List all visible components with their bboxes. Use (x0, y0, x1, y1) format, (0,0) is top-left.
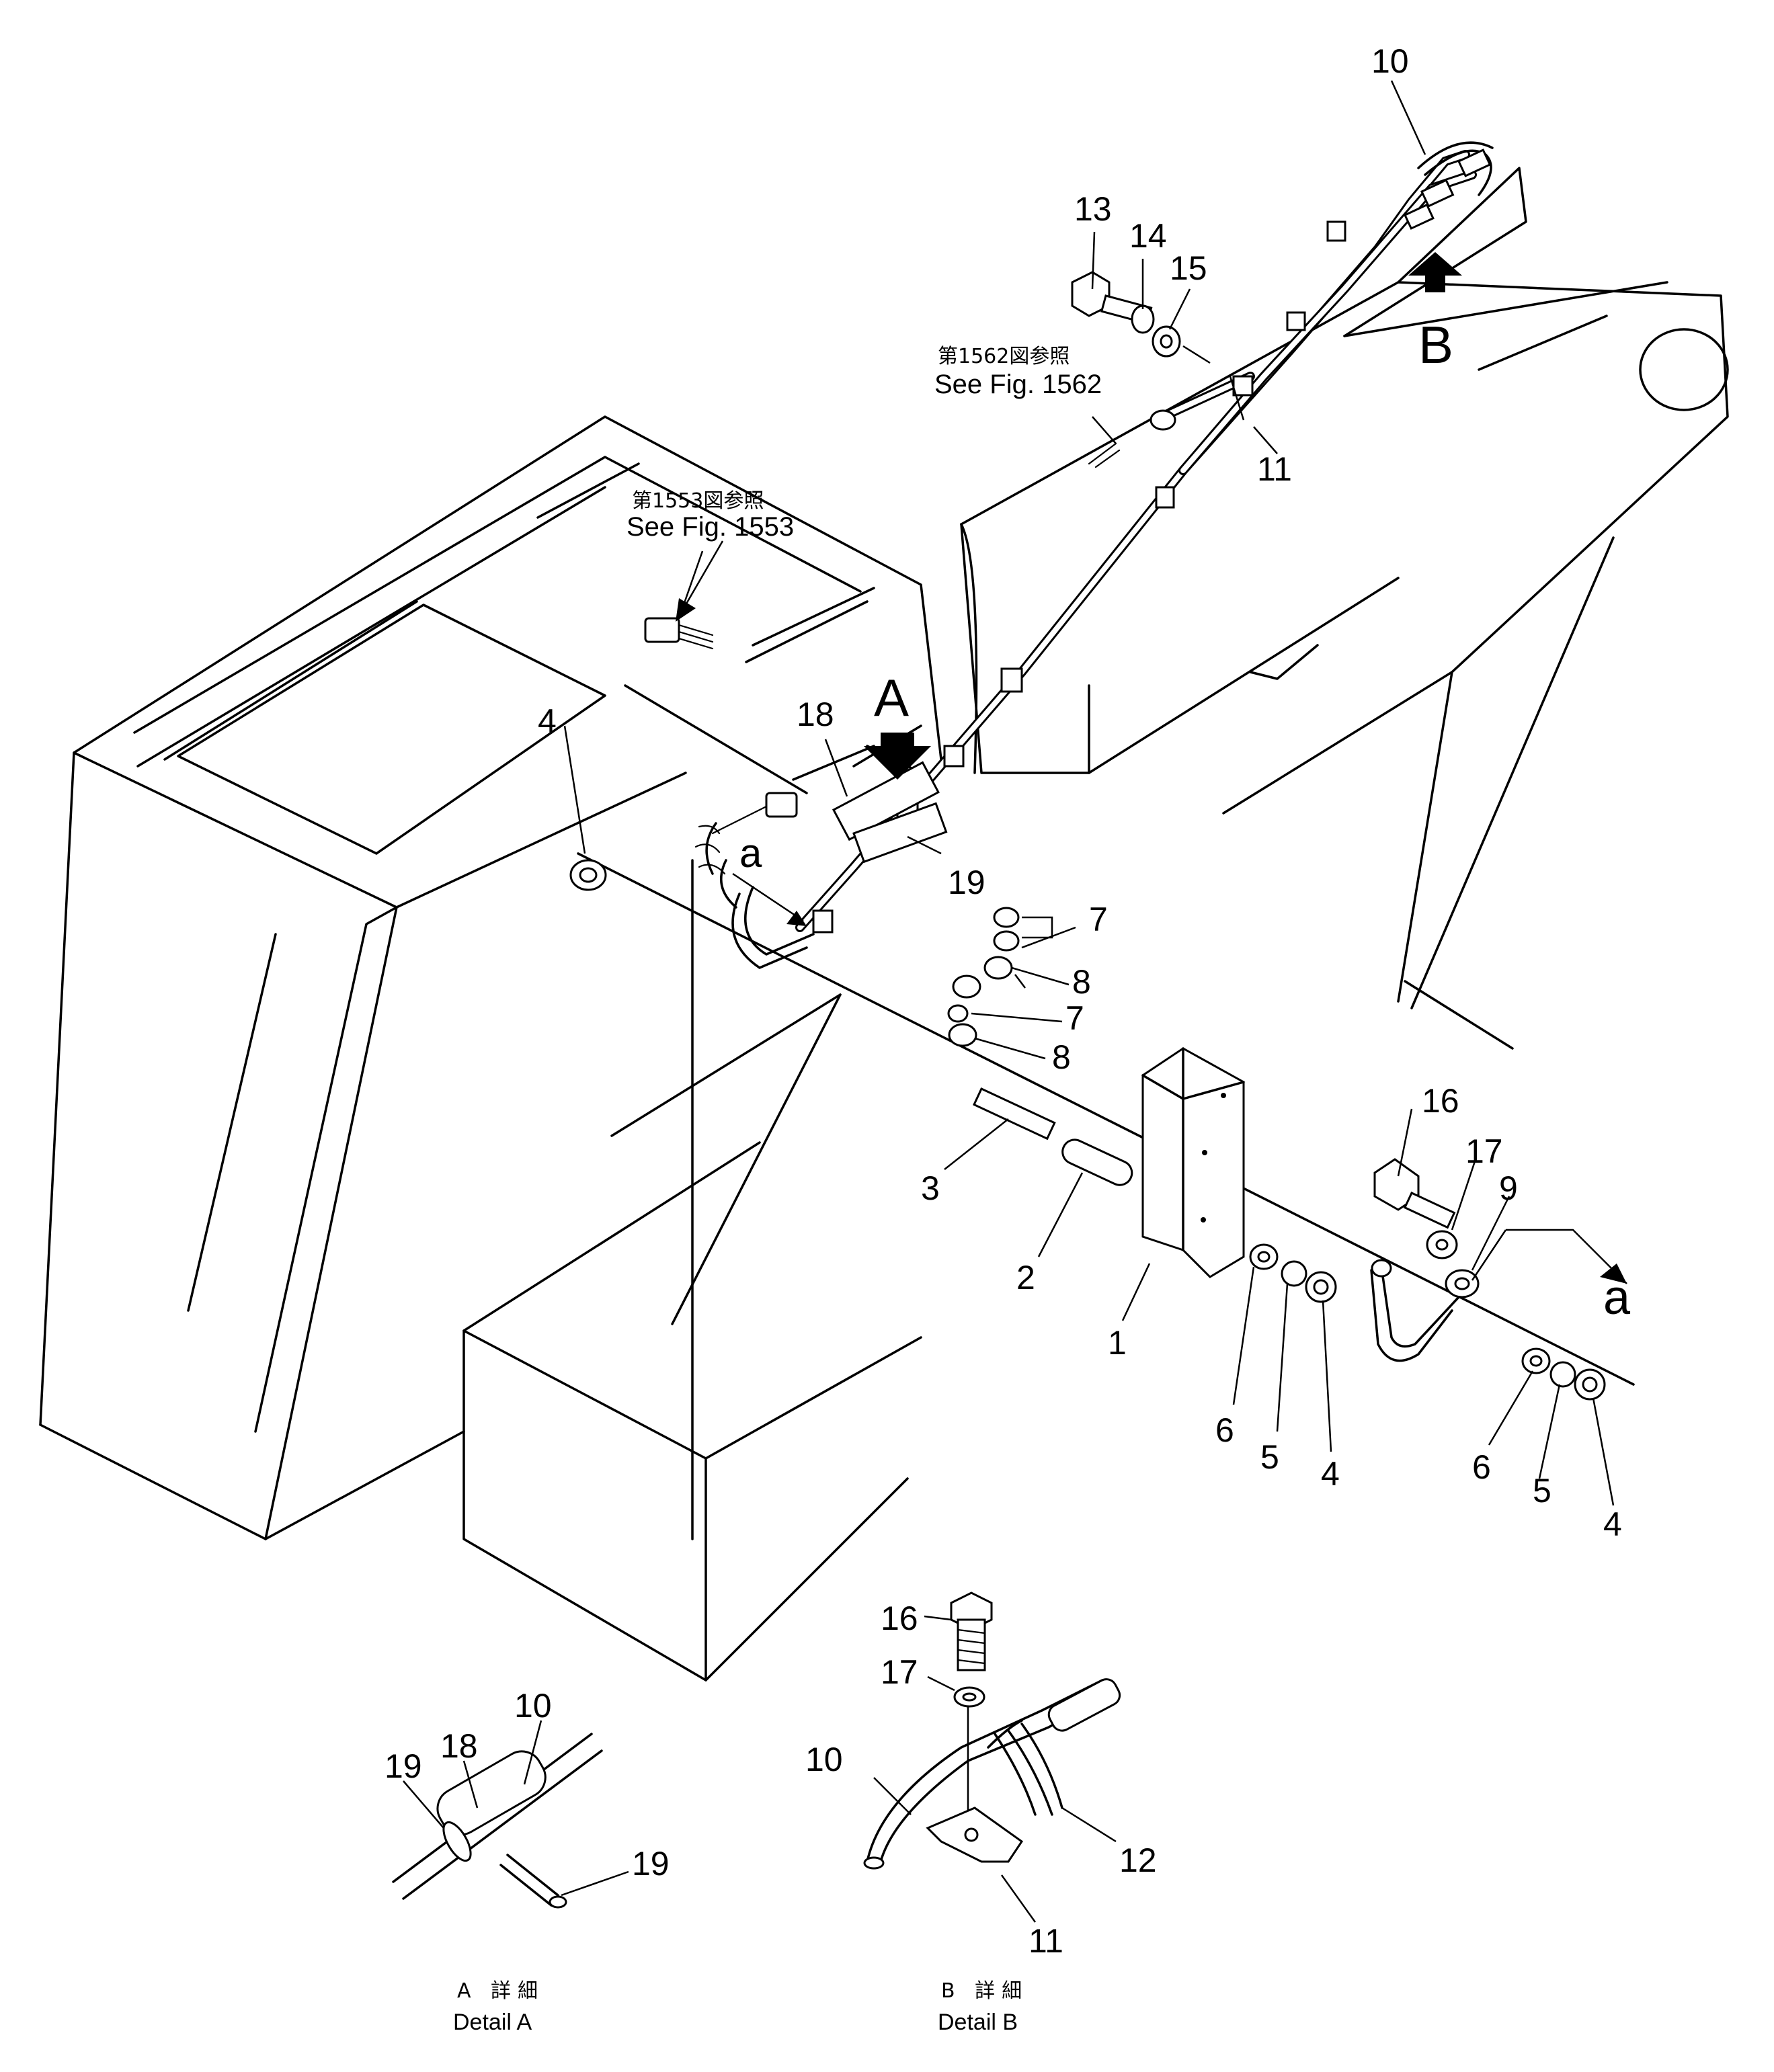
ref-1553-en: See Fig. 1553 (627, 512, 794, 542)
detail-b-caption-jp: B 詳細 (941, 1979, 1029, 2003)
clamp (943, 745, 965, 768)
pin (973, 1087, 1056, 1141)
spring-washer (1131, 304, 1155, 334)
detail-a-label-10: 10 (514, 1687, 552, 1725)
clamp (1326, 220, 1346, 242)
arrow-label-a: a (739, 831, 762, 876)
label-6a: 6 (1215, 1411, 1234, 1449)
clamp (1000, 667, 1023, 693)
label-10: 10 (1371, 42, 1409, 80)
tube (1061, 1138, 1133, 1186)
clamp (812, 909, 834, 934)
label-16: 16 (1422, 1082, 1459, 1120)
detail-b-caption-en: Detail B (938, 2009, 1018, 2035)
detail-b-label-16: 16 (881, 1600, 918, 1637)
ref-1553-jp: 第1553図参照 (632, 489, 764, 513)
boom (960, 167, 1729, 1050)
part-labels: 10 13 14 15 11 4 18 19 7 8 7 8 3 2 1 6 5… (538, 42, 1631, 1543)
plugs (947, 907, 1053, 1047)
label-15: 15 (1170, 249, 1207, 287)
label-8b: 8 (1052, 1038, 1071, 1076)
detail-b-label-12: 12 (1119, 1841, 1157, 1879)
label-11: 11 (1257, 450, 1292, 488)
detail-a-caption-en: Detail A (453, 2009, 532, 2035)
detail-b: 16 17 10 12 11 B 詳細 Detail B (805, 1591, 1157, 2035)
clamp (1286, 311, 1306, 331)
detail-a-label-19a: 19 (385, 1747, 422, 1785)
detail-b-label-11: 11 (1029, 1922, 1063, 1960)
protector-plate (852, 802, 948, 864)
label-5a: 5 (1260, 1438, 1279, 1476)
detail-a-label-19b: 19 (632, 1845, 670, 1882)
bracket (1141, 1047, 1245, 1278)
ref-1562-en: See Fig. 1562 (934, 370, 1102, 399)
detail-a: 19 18 10 19 A 詳細 Detail A (385, 1687, 670, 2035)
bolt-16-group (1370, 1158, 1627, 1362)
label-7a: 7 (1089, 901, 1108, 938)
view-arrow-a (864, 733, 931, 780)
label-17: 17 (1465, 1132, 1503, 1170)
view-arrow-b (1408, 252, 1462, 292)
label-3: 3 (921, 1169, 940, 1207)
detail-a-label-18: 18 (440, 1727, 478, 1765)
fitting (1150, 409, 1176, 431)
label-9: 9 (1499, 1169, 1518, 1207)
label-4a: 4 (538, 702, 557, 740)
leader-lines (563, 80, 1615, 1506)
label-14: 14 (1129, 217, 1167, 255)
arrow-label-a2: a (1603, 1271, 1631, 1325)
boom-fittings (1404, 149, 1492, 230)
connectors (644, 617, 815, 969)
label-4c: 4 (1603, 1505, 1622, 1543)
view-label-b: B (1418, 315, 1453, 374)
detail-b-label-10: 10 (805, 1741, 843, 1778)
clamp (1155, 486, 1175, 509)
label-7b: 7 (1065, 999, 1084, 1037)
label-4b: 4 (1321, 1455, 1340, 1493)
cab-body (39, 415, 942, 1682)
connector-1553 (676, 540, 724, 622)
label-8a: 8 (1072, 963, 1091, 1001)
label-19: 19 (948, 864, 985, 901)
fasteners (569, 859, 1606, 1401)
clamp (1232, 375, 1254, 397)
label-2: 2 (1016, 1259, 1035, 1296)
label-5b: 5 (1533, 1472, 1551, 1509)
protector-sleeve (832, 761, 940, 841)
label-13: 13 (1074, 190, 1112, 228)
detail-b-label-17: 17 (881, 1653, 918, 1691)
detail-a-caption-jp: A 詳細 (457, 1979, 545, 2003)
hose-assembly (795, 141, 1494, 934)
ref-1562-jp: 第1562図参照 (938, 345, 1070, 368)
figure-references: 第1562図参照 See Fig. 1562 第1553図参照 See Fig.… (627, 345, 1102, 542)
view-label-a: A (874, 668, 909, 727)
label-6b: 6 (1472, 1448, 1491, 1486)
label-1: 1 (1108, 1324, 1127, 1362)
detail-a-sleeve (436, 1750, 547, 1836)
bolt-13-group (1071, 271, 1211, 468)
label-18: 18 (797, 696, 834, 733)
